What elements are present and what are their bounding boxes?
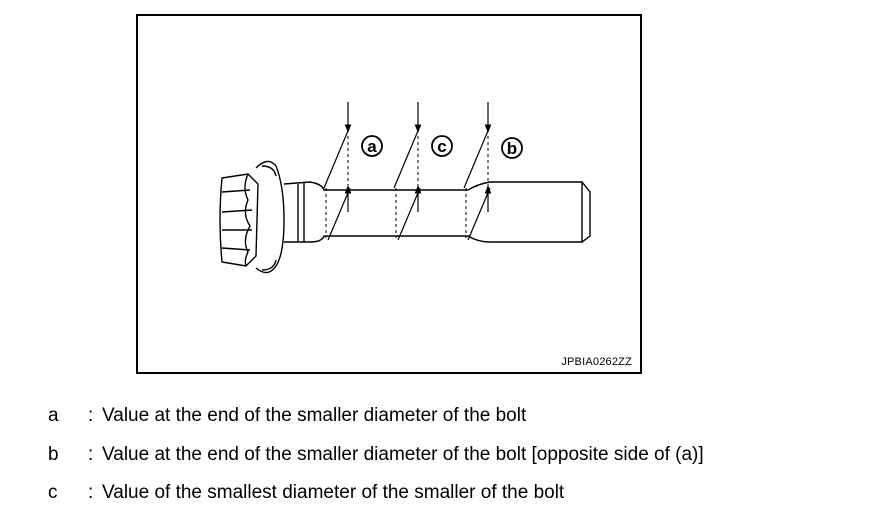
legend-description: Value of the smallest diameter of the sm… [102,482,565,503]
bolt-head [219,173,259,267]
legend-separator: : [88,444,94,465]
marker-b: b [501,137,523,159]
legend-description: Value at the end of the smaller diameter… [102,444,704,465]
measurement-stations [325,136,489,238]
bolt-diagram: a c b [219,102,591,274]
legend-description: Value at the end of the smaller diameter… [102,405,527,426]
marker-c: c [431,135,453,157]
legend-key: a [48,405,59,426]
legend-separator: : [88,405,94,426]
legend-key: c [48,482,58,503]
marker-a-label: a [367,137,377,156]
marker-a: a [361,135,383,157]
section-planes [323,125,491,241]
figure-code: JPBIA0262ZZ [561,356,632,368]
marker-b-label: b [507,139,517,158]
bolt-shank [283,181,591,243]
bolt-diagram-frame: a c b JPBIA0262ZZ [136,14,642,374]
legend-separator: : [88,482,94,503]
marker-c-label: c [437,137,446,156]
legend-key: b [48,444,59,465]
bolt-flange [255,160,285,274]
measurement-arrows [344,102,492,212]
